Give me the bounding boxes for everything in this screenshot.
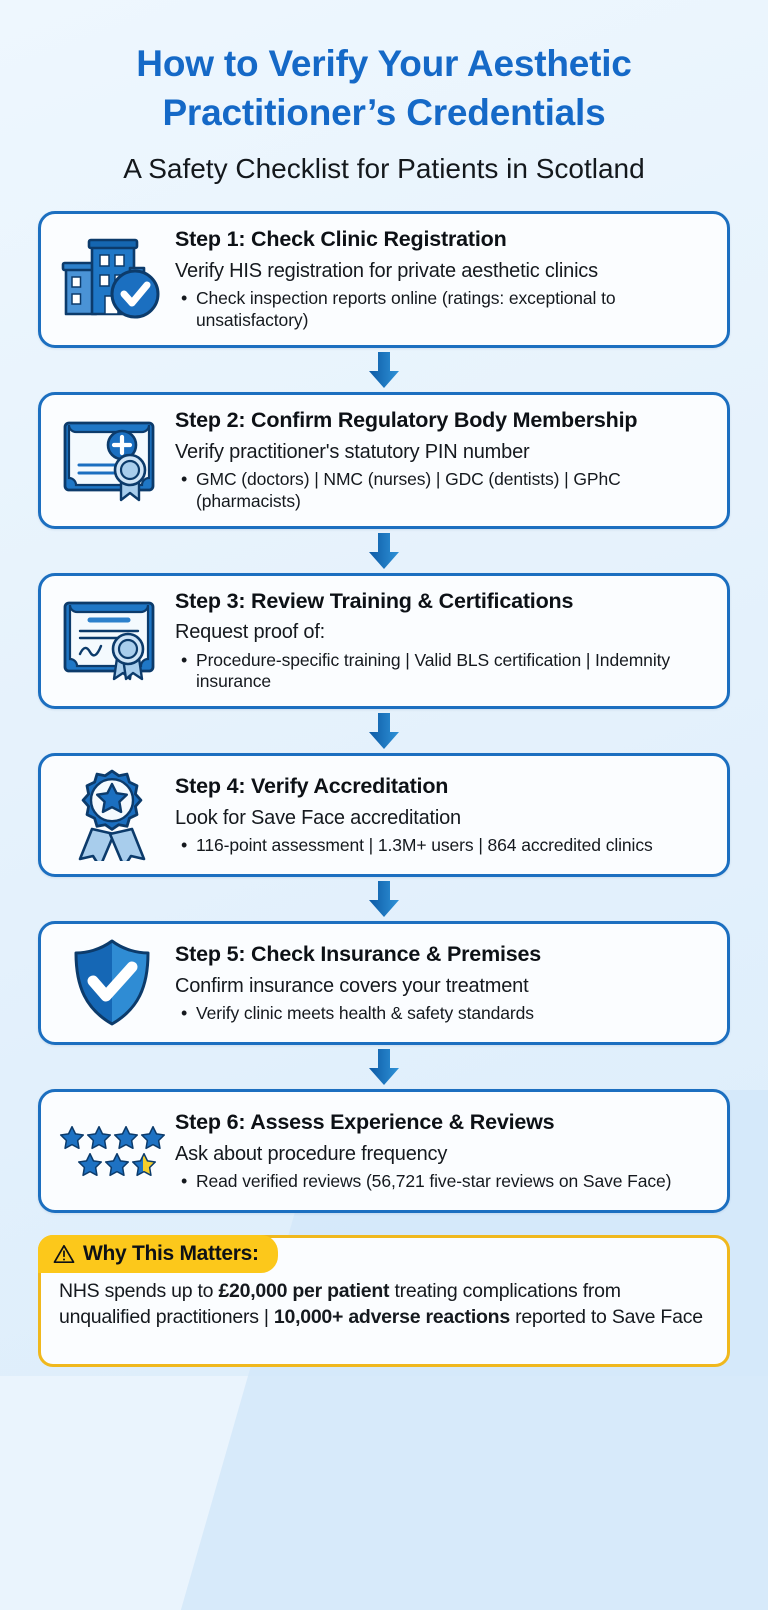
page-title-line-1: How to Verify Your Aesthetic	[136, 43, 632, 84]
callout-separator: |	[263, 1306, 274, 1329]
step-body-1: Step 1: Check Clinic Registration Verify…	[171, 227, 709, 332]
infographic-page: How to Verify Your Aesthetic Practitione…	[0, 0, 768, 1376]
step-bullet-item: Check inspection reports online (ratings…	[175, 287, 707, 332]
clinic-building-check-icon	[53, 237, 171, 321]
certificate-signature-icon	[53, 599, 171, 683]
step-title-1: Step 1: Check Clinic Registration	[175, 227, 507, 252]
step-bullet-item: GMC (doctors) | NMC (nurses) | GDC (dent…	[175, 468, 707, 513]
step-title-5: Step 5: Check Insurance & Premises	[175, 941, 542, 966]
connector-arrow-3	[38, 709, 730, 753]
step-body-3: Step 3: Review Training & Certifications…	[171, 589, 709, 694]
step-bullet-item: Verify clinic meets health & safety stan…	[175, 1002, 707, 1025]
shield-check-icon	[53, 937, 171, 1029]
callout-bold-cost: £20,000 per patient	[218, 1280, 390, 1303]
step-desc-1: Verify HIS registration for private aest…	[175, 259, 598, 282]
half-star-icon	[131, 1152, 157, 1176]
step-body-6: Step 6: Assess Experience & Reviews Ask …	[171, 1110, 709, 1193]
step-body-5: Step 5: Check Insurance & Premises Confi…	[171, 942, 709, 1025]
step-desc-2: Verify practitioner's statutory PIN numb…	[175, 440, 530, 463]
page-subtitle: A Safety Checklist for Patients in Scotl…	[123, 152, 645, 184]
step-bullet-item: Read verified reviews (56,721 five-star …	[175, 1170, 707, 1193]
medical-certificate-seal-icon	[53, 418, 171, 502]
step-card-1[interactable]: Step 1: Check Clinic Registration Verify…	[38, 211, 730, 348]
step-bullet-item: Procedure-specific training | Valid BLS …	[175, 649, 707, 694]
step-card-6[interactable]: Step 6: Assess Experience & Reviews Ask …	[38, 1089, 730, 1214]
connector-arrow-1	[38, 348, 730, 392]
step-bullets-3: Procedure-specific training | Valid BLS …	[175, 649, 707, 694]
connector-arrow-4	[38, 877, 730, 921]
award-rosette-star-icon	[53, 769, 171, 862]
step-card-3[interactable]: Step 3: Review Training & Certifications…	[38, 572, 730, 710]
star-rating-icon	[53, 1125, 171, 1178]
step-bullets-1: Check inspection reports online (ratings…	[175, 287, 707, 332]
step-title-2: Step 2: Confirm Regulatory Body Membersh…	[175, 407, 638, 432]
why-this-matters-tab: Why This Matters:	[38, 1235, 278, 1274]
step-title-4: Step 4: Verify Accreditation	[175, 773, 449, 798]
step-card-5[interactable]: Step 5: Check Insurance & Premises Confi…	[38, 921, 730, 1046]
step-card-2[interactable]: Step 2: Confirm Regulatory Body Membersh…	[38, 391, 730, 529]
header: How to Verify Your Aesthetic Practitione…	[0, 0, 768, 187]
step-desc-3: Request proof of:	[175, 621, 326, 644]
callout-text-part-2: treating complications from unqualified …	[59, 1280, 621, 1329]
step-title-6: Step 6: Assess Experience & Reviews	[175, 1109, 555, 1134]
step-bullets-4: 116-point assessment | 1.3M+ users | 864…	[175, 834, 707, 857]
step-bullet-item: 116-point assessment | 1.3M+ users | 864…	[175, 834, 707, 857]
connector-arrow-2	[38, 529, 730, 573]
step-desc-6: Ask about procedure frequency	[175, 1142, 448, 1165]
step-card-4[interactable]: Step 4: Verify Accreditation Look for Sa…	[38, 753, 730, 878]
warning-triangle-icon	[53, 1245, 75, 1264]
callout-bold-reactions: 10,000+ adverse reactions	[273, 1306, 510, 1329]
why-this-matters-callout: Why This Matters: NHS spends up to £20,0…	[38, 1235, 730, 1368]
page-title-line-2: Practitioner’s Credentials	[162, 91, 606, 133]
step-bullets-6: Read verified reviews (56,721 five-star …	[175, 1170, 707, 1193]
callout-text-part-1: NHS spends up to	[59, 1280, 219, 1303]
star-row-bottom	[77, 1152, 157, 1178]
step-bullets-2: GMC (doctors) | NMC (nurses) | GDC (dent…	[175, 468, 707, 513]
why-this-matters-text: NHS spends up to £20,000 per patient tre…	[59, 1278, 709, 1330]
step-title-3: Step 3: Review Training & Certifications	[175, 588, 574, 613]
page-title: How to Verify Your Aesthetic Practitione…	[34, 40, 734, 138]
step-bullets-5: Verify clinic meets health & safety stan…	[175, 1002, 707, 1025]
star-row-top	[59, 1125, 166, 1151]
why-this-matters-section: Why This Matters: NHS spends up to £20,0…	[0, 1235, 768, 1368]
step-desc-5: Confirm insurance covers your treatment	[175, 974, 529, 997]
steps-list: Step 1: Check Clinic Registration Verify…	[0, 211, 768, 1214]
why-this-matters-label: Why This Matters:	[83, 1242, 259, 1266]
step-body-4: Step 4: Verify Accreditation Look for Sa…	[171, 774, 709, 857]
step-desc-4: Look for Save Face accreditation	[175, 806, 461, 829]
callout-text-part-3: reported to Save Face	[509, 1306, 703, 1329]
step-body-2: Step 2: Confirm Regulatory Body Membersh…	[171, 408, 709, 513]
connector-arrow-5	[38, 1045, 730, 1089]
